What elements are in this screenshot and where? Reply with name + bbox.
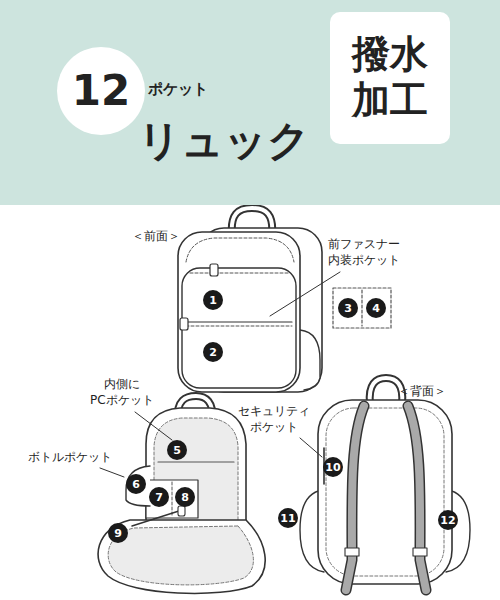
part-label: 内側に PCポケット [90, 377, 154, 408]
callout-number: 7 [149, 487, 169, 507]
header-band: ポケットリュック12 撥水 加工 [0, 0, 500, 205]
callout-number: 9 [108, 523, 128, 543]
callout-number: 1 [203, 290, 223, 310]
feature-text: 撥水 加工 [352, 32, 428, 123]
view-label: ＜前面＞ [132, 229, 180, 245]
subtitle-text: ポケット [148, 80, 208, 98]
view-label: ＜背面＞ [398, 384, 446, 400]
part-label: セキュリティ ポケット [238, 404, 310, 435]
callout-number: 5 [167, 440, 187, 460]
callout-number: 4 [366, 298, 386, 318]
title-text: リュック [138, 116, 310, 166]
callout-number: 8 [175, 487, 195, 507]
feature-box: 撥水 加工 [330, 12, 450, 144]
part-label: ボトルポケット [28, 450, 112, 466]
part-label: 前ファスナー 内装ポケット [328, 237, 400, 268]
callout-number: 10 [323, 457, 343, 477]
count-number: 12 [72, 70, 130, 112]
callout-number: 6 [126, 474, 146, 494]
callout-number: 3 [338, 298, 358, 318]
callout-number: 11 [278, 508, 298, 528]
count-circle: 12 [57, 47, 145, 135]
callout-number: 2 [203, 342, 223, 362]
callout-number: 12 [438, 510, 458, 530]
